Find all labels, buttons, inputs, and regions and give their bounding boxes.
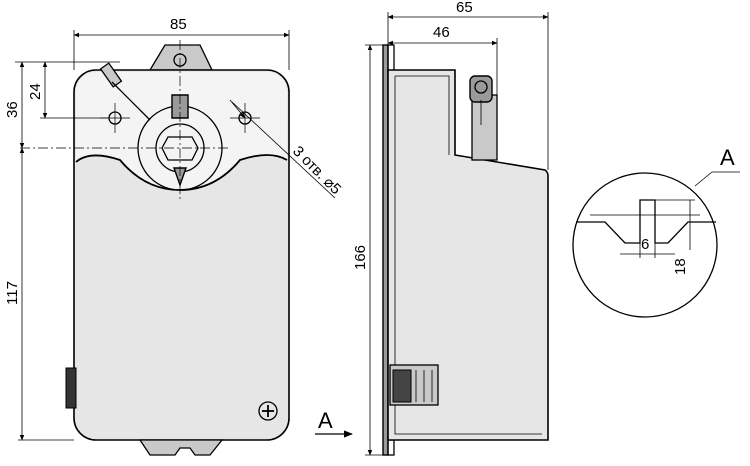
side-connector-detail (392, 369, 412, 403)
dim-18-label: 18 (672, 258, 689, 275)
dim-24-label: 24 (27, 83, 44, 100)
side-housing-edge (394, 76, 542, 435)
dim-65-label: 65 (456, 0, 473, 16)
detail-circle (572, 172, 718, 318)
detail-label: A (720, 145, 735, 170)
manual-lever (99, 62, 151, 121)
side-plate-lip (387, 44, 395, 74)
bottom-mounting-tab (138, 439, 224, 456)
upper-cover (76, 72, 287, 190)
dim-6-label: 6 (641, 236, 649, 253)
front-view (20, 40, 290, 456)
view-arrow-label: A (318, 408, 333, 433)
ground-screw-icon (258, 401, 278, 421)
dim-46-label: 46 (433, 24, 450, 41)
detail-surface (576, 199, 716, 244)
dim-166-label: 166 (352, 245, 369, 270)
holes-callout: 3 отв. ⌀5 (289, 143, 344, 198)
shaft-hex (161, 136, 199, 161)
detail-a: 6 18 A (572, 145, 740, 318)
dim-117-label: 117 (4, 281, 21, 305)
side-shaft-bolt (474, 80, 488, 94)
side-connector (65, 367, 77, 409)
side-shaft-cap (469, 75, 493, 103)
side-shaft (471, 94, 498, 161)
dim-85-label: 85 (170, 16, 187, 33)
clamp-pointer-top (171, 94, 189, 119)
side-plate-lip-bottom (387, 439, 395, 456)
side-housing (387, 69, 549, 441)
side-view (382, 44, 549, 456)
dim-36-label: 36 (4, 101, 21, 118)
side-dimensions: 65 46 166 A (315, 0, 549, 456)
side-housing-inner (395, 75, 450, 155)
